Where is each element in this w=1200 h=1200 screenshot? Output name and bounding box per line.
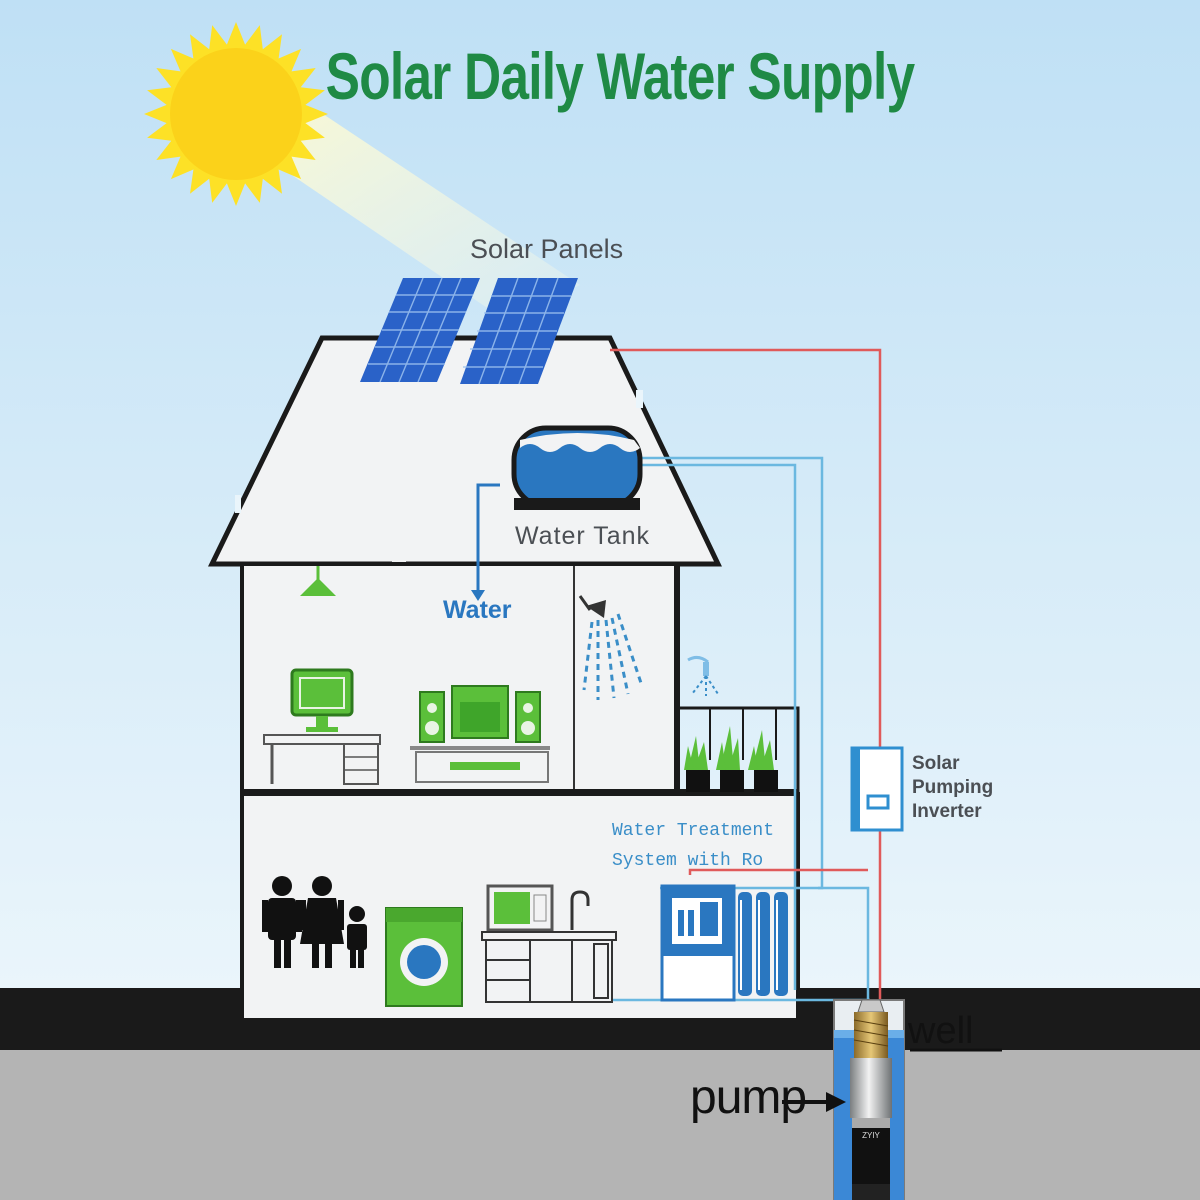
- tv-stereo-icon: [410, 685, 550, 783]
- inverter-label: Solar Pumping Inverter: [912, 752, 993, 824]
- water-tank-icon: [511, 425, 643, 510]
- inverter-label-line1: Solar: [912, 753, 960, 774]
- inverter-icon: [850, 746, 904, 832]
- computer-desk-icon: [263, 668, 381, 785]
- solar-panel-icon: [360, 277, 578, 385]
- inverter-label-line3: Inverter: [912, 801, 982, 822]
- shower-icon: [578, 595, 644, 700]
- sprinkler-icon: [687, 655, 719, 696]
- washing-machine-icon: [385, 907, 463, 1007]
- water-treatment-icon: [660, 884, 788, 1002]
- lamp-icon: [300, 566, 336, 596]
- solar-panels-label: Solar Panels: [470, 234, 624, 264]
- kitchen-icon: [481, 884, 617, 1003]
- treatment-label: Water Treatment System with Ro: [612, 816, 774, 876]
- water-arrow-icon: [471, 590, 485, 601]
- family-icon: [262, 876, 367, 968]
- well-label: well: [908, 1010, 974, 1052]
- pump-label: pump: [690, 1071, 807, 1124]
- soil-layer: [0, 1048, 1200, 1200]
- sun-beam: [255, 112, 580, 320]
- plant-icon: [684, 726, 778, 792]
- water-tank-label: Water Tank: [515, 522, 651, 550]
- diagram-title: Solar Daily Water Supply: [325, 39, 915, 113]
- pump-arrow-icon: [782, 1092, 846, 1112]
- solar-power-line: [610, 348, 882, 750]
- treatment-label-line2: System with Ro: [612, 851, 764, 871]
- treatment-label-line1: Water Treatment: [612, 821, 775, 841]
- pump-icon: ZYIY: [850, 999, 892, 1200]
- tank-outflow-pipe: [476, 483, 500, 596]
- pump-brand-label: ZYIY: [862, 1131, 880, 1140]
- inverter-label-line2: Pumping: [912, 777, 994, 798]
- water-label: Water: [443, 596, 512, 624]
- tank-return-line: [630, 463, 797, 990]
- sun-icon: [144, 22, 328, 206]
- treatment-power-line: [688, 868, 868, 875]
